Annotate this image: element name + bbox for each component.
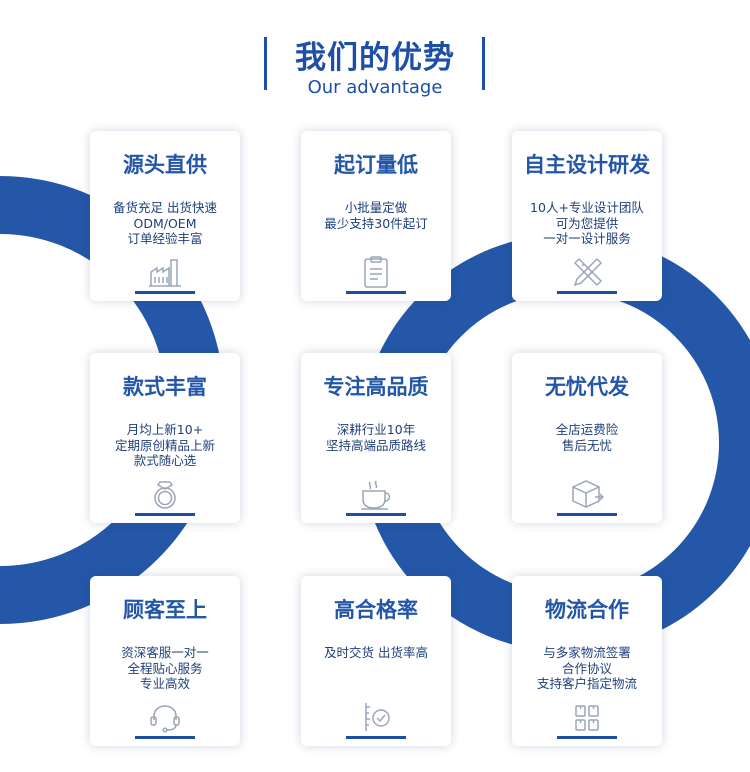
advantage-card-high-pass-rate: 高合格率 及时交货 出货率高 (301, 576, 451, 746)
card-description: 全店运费险 售后无忧 (555, 422, 619, 453)
page-title: 我们的优势 (295, 40, 455, 76)
advantage-card-customer-first: 顾客至上 资深客服一对一 全程贴心服务 专业高效 (90, 576, 240, 746)
section-header: 我们的优势 Our advantage (0, 0, 750, 120)
card-underline (557, 513, 617, 516)
card-description: 10人+专业设计团队 可为您提供 一对一设计服务 (530, 200, 644, 246)
card-underline (346, 513, 406, 516)
header-right-bar (482, 37, 485, 90)
card-title: 顾客至上 (123, 598, 207, 622)
headset-icon (150, 705, 180, 733)
logistics-boxes-icon (575, 705, 599, 731)
card-title: 起订量低 (334, 153, 418, 177)
quality-check-icon (365, 703, 390, 731)
advantage-card-rich-styles: 款式丰富 月均上新10+ 定期原创精品上新 款式随心选 (90, 353, 240, 523)
card-underline (557, 736, 617, 739)
clipboard-icon (364, 256, 388, 288)
card-underline (135, 291, 195, 294)
card-underline (346, 291, 406, 294)
card-underline (135, 736, 195, 739)
card-description: 月均上新10+ 定期原创精品上新 款式随心选 (114, 422, 215, 468)
card-underline (557, 291, 617, 294)
card-underline (346, 736, 406, 739)
header-left-bar (264, 37, 267, 90)
factory-icon (149, 259, 181, 287)
card-title: 高合格率 (334, 598, 418, 622)
advantage-card-design-rd: 自主设计研发 10人+专业设计团队 可为您提供 一对一设计服务 (512, 131, 662, 301)
card-title: 专注高品质 (323, 375, 429, 399)
advantage-card-source-supply: 源头直供 备货充足 出货快速 ODM/OEM 订单经验丰富 (90, 131, 240, 301)
advantage-card-high-quality: 专注高品质 深耕行业10年 坚持高端品质路线 (301, 353, 451, 523)
card-description: 小批量定做 最少支持30件起订 (324, 200, 428, 231)
card-title: 源头直供 (123, 153, 207, 177)
ring-icon (154, 481, 176, 509)
advantage-card-logistics: 物流合作 与多家物流签署 合作协议 支持客户指定物流 (512, 576, 662, 746)
card-title: 物流合作 (545, 598, 629, 622)
advantage-card-dropshipping: 无忧代发 全店运费险 售后无忧 (512, 353, 662, 523)
advantage-card-low-moq: 起订量低 小批量定做 最少支持30件起订 (301, 131, 451, 301)
card-description: 备货充足 出货快速 ODM/OEM 订单经验丰富 (113, 200, 217, 246)
page-subtitle: Our advantage (307, 77, 443, 98)
card-underline (135, 513, 195, 516)
card-title: 无忧代发 (545, 375, 629, 399)
card-title: 款式丰富 (123, 375, 207, 399)
tea-cup-icon (361, 480, 391, 510)
card-description: 资深客服一对一 全程贴心服务 专业高效 (121, 645, 209, 691)
ruler-pencil-icon (573, 257, 603, 287)
card-title: 自主设计研发 (524, 153, 650, 177)
shipping-box-icon (572, 480, 605, 508)
card-description: 与多家物流签署 合作协议 支持客户指定物流 (536, 645, 637, 691)
card-description: 深耕行业10年 坚持高端品质路线 (325, 422, 426, 453)
card-description: 及时交货 出货率高 (324, 645, 428, 660)
